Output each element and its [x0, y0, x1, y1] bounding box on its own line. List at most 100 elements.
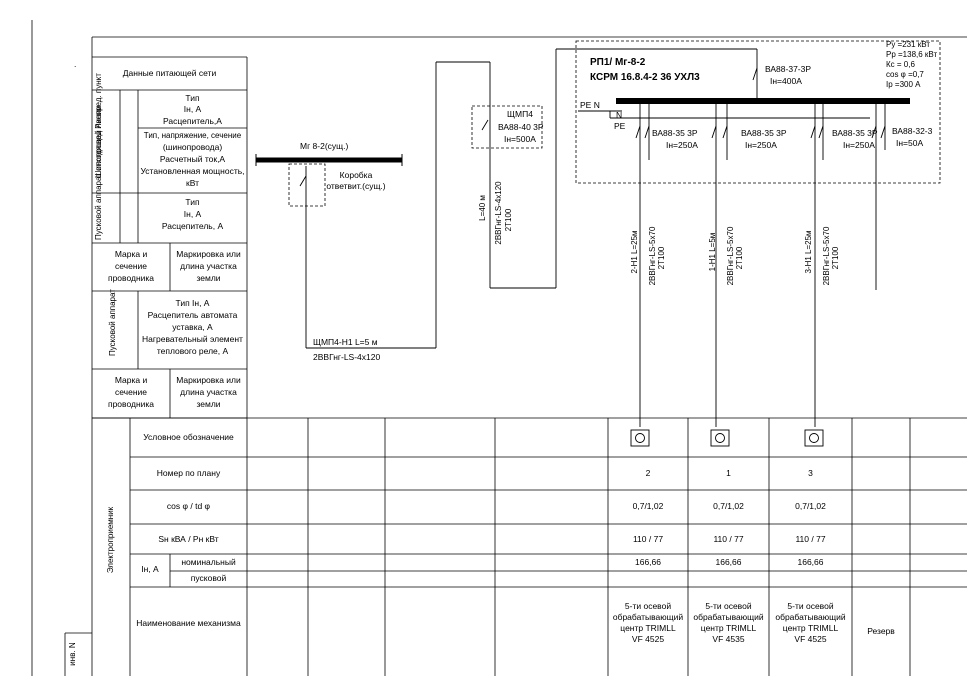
shmp-cable-1: ЩМП4-Н1 L=5 м	[313, 337, 378, 347]
shmp4-breaker-type: ВА88-40 3Р	[498, 122, 544, 132]
branch-cable-3-len: 3-Н1 L=25м	[804, 230, 813, 274]
row-plan-label: Номер по плану	[156, 468, 221, 478]
box-label-2: ответвит.(сущ.)	[326, 181, 386, 191]
row-power-label: Sн кВА / Рн кВт	[158, 534, 219, 544]
branch-cable-2-type: 2ВВГнг-LS-5х70	[726, 226, 735, 286]
branch-breaker-4-type: ВА88-32-3	[892, 126, 933, 136]
starter2-row-release: Расцепитель автомата	[147, 310, 238, 320]
busbar-row-type: Тип	[185, 93, 200, 103]
supply-header: Данные питающей сети	[122, 68, 217, 78]
mg-label: Мг 8-2(сущ.)	[300, 141, 349, 151]
stray-dot: .	[74, 59, 77, 69]
busbar-row-installed-power: Установленная мощность,	[140, 166, 245, 176]
busbar-row-type-voltage: Тип, напряжение, сечение	[143, 131, 242, 140]
row-cos-label: cos φ / td φ	[166, 501, 211, 511]
branch-breaker-2-in: Iн=250А	[745, 140, 777, 150]
starter2-group-label: Пусковой аппарат	[108, 289, 117, 356]
busbar-row-kw: кВт	[186, 178, 199, 188]
starter-row-release: Расцепитель, А	[161, 221, 224, 231]
main-breaker-type: ВА88-37-3Р	[765, 64, 812, 74]
row-current-label: Iн, А	[141, 564, 159, 574]
branch-breaker-1-in: Iн=250А	[666, 140, 698, 150]
branch-cable-1-len: 2-Н1 L=25м	[630, 230, 639, 274]
param-pp: Рр =138,6 кВт	[886, 50, 938, 59]
wire-mark-l3: проводника	[107, 273, 155, 283]
pe-label: PE	[614, 121, 626, 131]
pe-n-label: PE N	[580, 100, 600, 110]
consumer-3-mech-4: VF 4525	[794, 634, 827, 644]
param-cos: cos φ =0,7	[886, 70, 924, 79]
branch-cable-1-pipe: 2Т100	[657, 246, 666, 270]
branch-cable-2-pipe: 2Т100	[735, 246, 744, 270]
shmp-cable-2: 2ВВГнг-LS-4х120	[313, 352, 381, 362]
consumer-3-plan: 3	[808, 468, 813, 478]
branch-breaker-1-type: ВА88-35 3Р	[652, 128, 698, 138]
shmp4-breaker-in: Iн=500А	[504, 134, 536, 144]
wire-len-l2: длина участка	[180, 261, 237, 271]
consumer-1-mech-3: центр TRIMLL	[620, 623, 676, 633]
wire-len2-l3: земли	[196, 399, 221, 409]
shmp4-label: ЩМП4	[507, 109, 533, 119]
row-symbol-label: Условное обозначение	[143, 432, 234, 442]
riser-cable-pipe: 2Т100	[504, 208, 513, 232]
riser-cable-type: 2ВВГнг-LS-4х120	[494, 181, 503, 245]
consumer-3-mech-3: центр TRIMLL	[782, 623, 839, 633]
starter2-row-setting: уставка, А	[172, 322, 213, 332]
starter-row-in: Iн, А	[183, 209, 202, 219]
wire-mark-l1: Марка и	[114, 249, 148, 259]
wire-len-l1: Маркировка или	[176, 249, 241, 259]
consumer-4-mechanism: Резерв	[867, 626, 895, 636]
busbar-row-release: Расцепитель,А	[163, 116, 222, 126]
wire-len-l3: земли	[196, 273, 221, 283]
consumer-3-power: 110 / 77	[795, 534, 826, 544]
consumer-3-mech-1: 5-ти осевой	[787, 601, 834, 611]
param-ip: Iр =300 А	[886, 80, 921, 89]
busbar-row-in: Iн, А	[183, 104, 202, 114]
wire-len2-l2: длина участка	[180, 387, 237, 397]
busbar-row-calc-current: Расчетный ток,А	[159, 154, 226, 164]
consumer-2-mech-2: обрабатывающий	[693, 612, 764, 622]
starter-row-type: Тип	[185, 197, 200, 207]
branch-cable-3-pipe: 2Т100	[831, 246, 840, 270]
stamp-inv: инв. N	[68, 642, 77, 666]
starter2-row-heater: Нагревательный элемент	[142, 334, 243, 344]
consumer-1-nominal: 166,66	[635, 557, 661, 567]
branch-cable-3-type: 2ВВГнг-LS-5х70	[822, 226, 831, 286]
consumer-2-cos: 0,7/1,02	[713, 501, 744, 511]
row-nominal-label: номинальный	[181, 557, 236, 567]
rp-title-2: КСРМ 16.8.4-2 36 УХЛ3	[590, 72, 700, 83]
branch-cable-1-type: 2ВВГнг-LS-5х70	[648, 226, 657, 286]
wire-mark2-l1: Марка и	[114, 375, 148, 385]
consumer-1-cos: 0,7/1,02	[632, 501, 664, 511]
main-breaker-in: Iн=400А	[770, 76, 802, 86]
starter2-row-thermal: теплового реле, А	[156, 346, 229, 356]
busbar-row-busbar: (шинопровода)	[162, 142, 223, 152]
consumer-2-mech-4: VF 4535	[712, 634, 745, 644]
consumer-2-plan: 1	[726, 468, 731, 478]
n-label: N	[616, 110, 623, 120]
starter-group-label: Пусковой аппарат отходящей линии	[94, 105, 103, 240]
wire-mark2-l3: проводника	[107, 399, 155, 409]
consumer-group-label: Электроприемник	[106, 506, 115, 574]
param-py: Ру =231 кВт	[886, 40, 931, 49]
wire-len2-l1: Маркировка или	[176, 375, 241, 385]
row-mechanism-label: Наименование механизма	[136, 618, 241, 628]
branch-breaker-4-in: Iн=50А	[896, 138, 924, 148]
wire-mark-l2: сечение	[114, 261, 148, 271]
consumer-1-mech-1: 5-ти осевой	[624, 601, 672, 611]
rp-title-1: РП1/ Мг-8-2	[590, 57, 646, 68]
consumer-3-cos: 0,7/1,02	[795, 501, 826, 511]
consumer-3-mech-2: обрабатывающий	[775, 612, 846, 622]
consumer-1-mech-2: обрабатывающий	[612, 612, 684, 622]
row-starting-label: пусковой	[190, 573, 227, 583]
consumer-1-mech-4: VF 4525	[631, 634, 665, 644]
branch-breaker-3-type: ВА88-35 3Р	[832, 128, 878, 138]
branch-breaker-2-type: ВА88-35 3Р	[741, 128, 787, 138]
starter2-row-type: Тип Iн, А	[175, 298, 210, 308]
box-label-1: Коробка	[339, 170, 373, 180]
branch-breaker-3-in: Iн=250А	[843, 140, 875, 150]
consumer-1-power: 110 / 77	[632, 534, 664, 544]
wire-mark2-l2: сечение	[114, 387, 148, 397]
param-kc: Кс = 0,6	[886, 60, 915, 69]
branch-cable-2-len: 1-Н1 L=5м	[708, 232, 717, 272]
